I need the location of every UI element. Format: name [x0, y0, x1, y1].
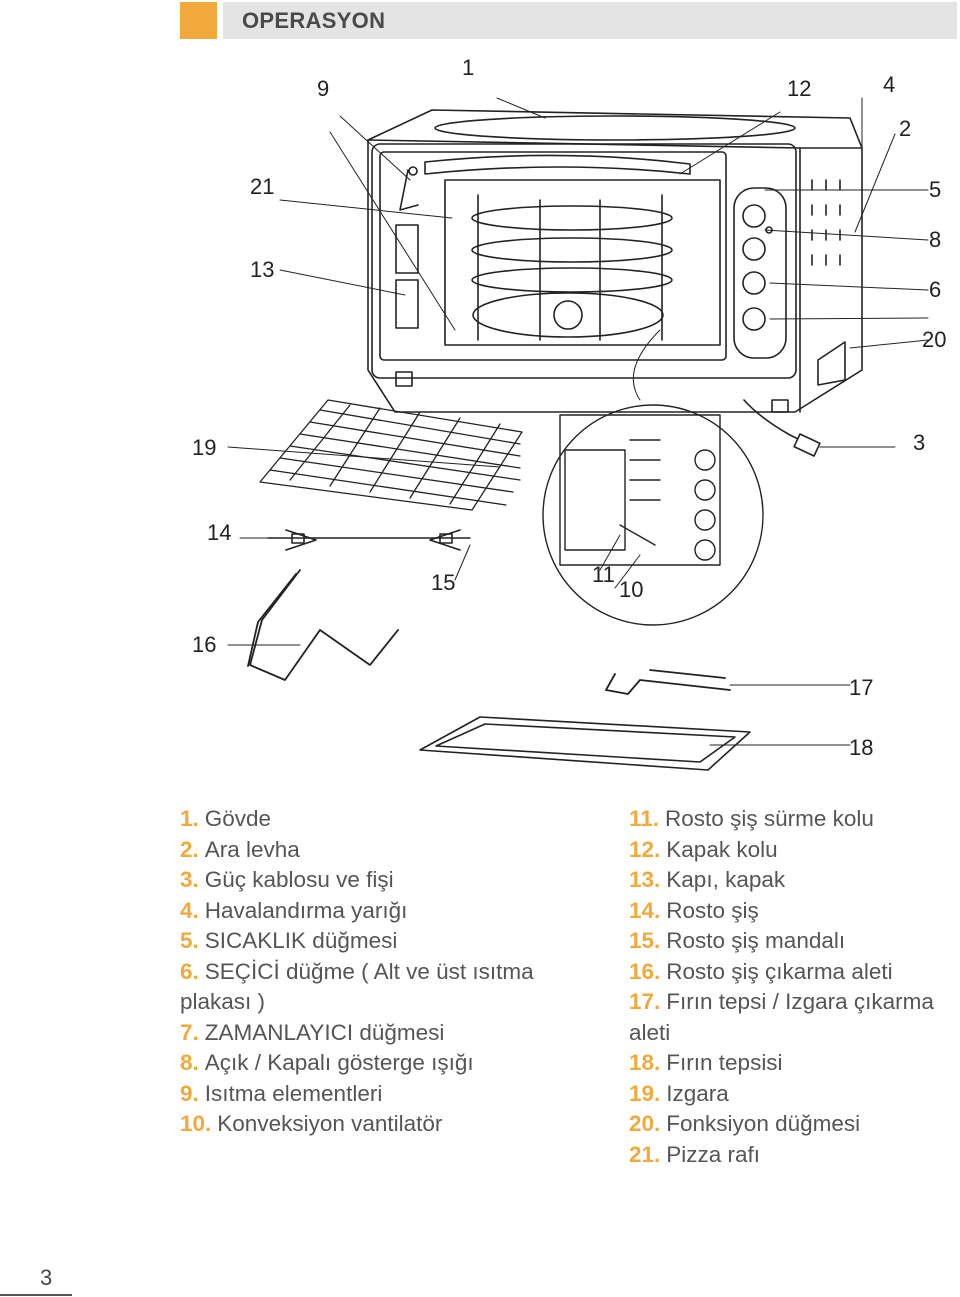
legend-item: 15.Rosto şiş mandalı: [629, 928, 846, 953]
legend-item: 4.Havalandırma yarığı: [180, 897, 408, 923]
legend-item: 14.Rosto şiş: [629, 897, 759, 923]
tray-tool: [605, 669, 731, 695]
legend-item: 3.Güç kablosu ve fişi: [180, 867, 394, 892]
callout-5: 5: [929, 177, 942, 202]
callout-11: 11: [592, 562, 615, 587]
legend-item: 1.Gövde: [180, 806, 272, 831]
legend-item: 13.Kapı, kapak: [629, 867, 786, 892]
callout-17: 17: [849, 675, 874, 700]
oven-illustration: [227, 97, 929, 771]
header-accent-square: [180, 2, 217, 39]
callout-4: 4: [883, 72, 896, 97]
legend-item: 18.Fırın tepsisi: [629, 1050, 783, 1075]
callout-9: 9: [317, 76, 330, 101]
section-header: OPERASYON: [180, 2, 957, 39]
oven-body: [367, 109, 863, 457]
legend-item: 19.Izgara: [629, 1080, 729, 1106]
legend-item: 20.Fonksiyon düğmesi: [629, 1111, 861, 1136]
grill-rack: [259, 399, 523, 511]
legend-item: 16.Rosto şiş çıkarma aleti: [629, 958, 893, 984]
page-number-rule: [0, 1294, 72, 1296]
callout-18: 18: [849, 735, 874, 760]
callout-leaders: [227, 97, 929, 746]
callout-2: 2: [899, 116, 912, 141]
callout-12: 12: [787, 76, 812, 101]
callout-20: 20: [922, 327, 947, 352]
legend-item: 9.Isıtma elementleri: [180, 1080, 383, 1106]
callout-16: 16: [192, 632, 217, 657]
legend-item: 6.SEÇİCİ düğme ( Alt ve üst ısıtma plaka…: [180, 958, 534, 1015]
callout-14: 14: [207, 520, 232, 545]
parts-legend-right: 11.Rosto şiş sürme kolu 12.Kapak kolu 13…: [629, 804, 954, 1170]
detail-inset: [542, 404, 764, 626]
legend-item: 21.Pizza rafı: [629, 1141, 761, 1167]
section-title: OPERASYON: [242, 8, 386, 33]
legend-item: 5.SICAKLIK düğmesi: [180, 928, 398, 953]
legend-item: 8.Açık / Kapalı gösterge ışığı: [180, 1050, 474, 1075]
callout-13: 13: [250, 257, 275, 282]
legend-item: 10.Konveksiyon vantilatör: [180, 1111, 443, 1136]
legend-item: 11.Rosto şiş sürme kolu: [629, 806, 874, 831]
callout-21: 21: [250, 174, 275, 199]
oven-diagram: 1 9 12 4 2 21 5 8 13 6 20 19 3 14 15 11 …: [0, 40, 960, 780]
header-band: [223, 2, 957, 39]
spit-removal-tool: [247, 569, 399, 681]
callout-6: 6: [929, 277, 942, 302]
callout-10: 10: [619, 577, 644, 602]
callout-1: 1: [462, 55, 475, 80]
page-number: 3: [40, 1265, 53, 1290]
legend-item: 2.Ara levha: [180, 836, 300, 862]
rotisserie-spit: [267, 529, 471, 551]
callout-8: 8: [929, 227, 942, 252]
legend-item: 17.Fırın tepsi / Izgara çıkarma aleti: [629, 989, 934, 1045]
callout-15: 15: [431, 570, 456, 595]
parts-legend-left: 1.Gövde 2.Ara levha 3.Güç kablosu ve fiş…: [180, 804, 570, 1140]
callout-3: 3: [913, 430, 926, 455]
legend-item: 12.Kapak kolu: [629, 836, 778, 862]
callout-19: 19: [192, 435, 217, 460]
baking-tray: [419, 716, 751, 771]
legend-item: 7.ZAMANLAYICI düğmesi: [180, 1019, 445, 1045]
